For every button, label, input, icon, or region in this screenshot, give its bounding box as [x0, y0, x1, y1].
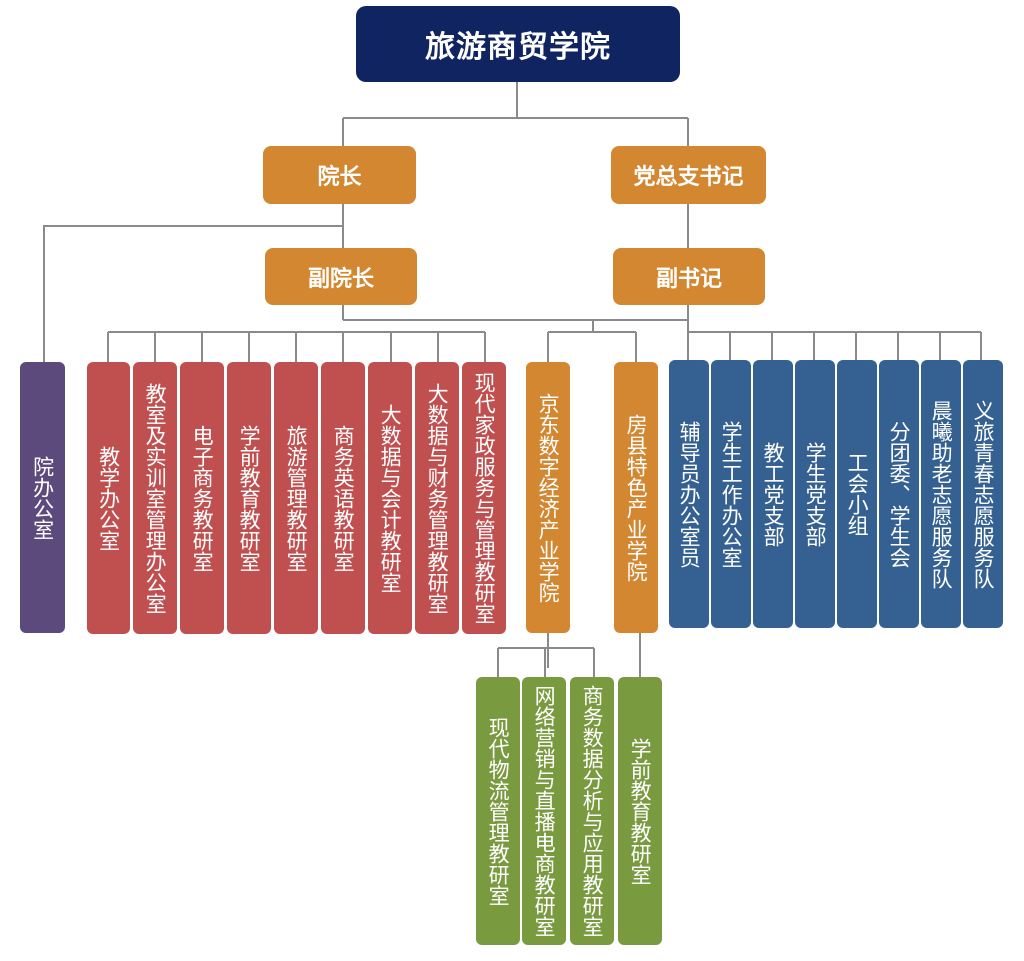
business-english-section-label: 商务英语教研室 — [331, 424, 356, 572]
dean-office-label: 院办公室 — [30, 455, 55, 540]
staff-party-branch-box: 教工党支部 — [753, 360, 793, 628]
college-root-box: 旅游商贸学院 — [356, 6, 680, 82]
elderly-care-volunteer-team-box: 晨曦助老志愿服务队 — [921, 360, 961, 628]
dean-office-box: 院办公室 — [20, 362, 65, 633]
ecommerce-section-label: 电子商务教研室 — [190, 424, 215, 572]
dean-box: 院长 — [263, 146, 416, 204]
teaching-office-label: 教学办公室 — [96, 445, 121, 551]
student-affairs-office-box: 学生工作办公室 — [711, 360, 751, 628]
deputy-secretary-box: 副书记 — [613, 248, 765, 305]
youth-league-student-union-box: 分团委、学生会 — [879, 360, 919, 628]
jd-industry-college-box: 京东数字经济产业学院 — [526, 362, 570, 633]
ecommerce-section-box: 电子商务教研室 — [180, 362, 224, 634]
counselor-office-label: 辅导员办公室员 — [677, 420, 702, 568]
business-english-section-box: 商务英语教研室 — [321, 362, 365, 634]
classroom-lab-office-box: 教室及实训室管理办公室 — [133, 362, 177, 634]
fangxian-industry-college-label: 房县特色产业学院 — [624, 413, 649, 582]
student-affairs-office-label: 学生工作办公室 — [719, 420, 744, 568]
tourism-section-box: 旅游管理教研室 — [274, 362, 318, 634]
fangxian-industry-college-box: 房县特色产业学院 — [614, 362, 658, 633]
counselor-office-box: 辅导员办公室员 — [669, 360, 709, 628]
vice-dean-box: 副院长 — [265, 248, 417, 305]
business-data-section-box: 商务数据分析与应用教研室 — [570, 677, 614, 945]
logistics-section-label: 现代物流管理教研室 — [486, 716, 511, 906]
tourism-youth-volunteer-team-box: 义旅青春志愿服务队 — [963, 360, 1003, 628]
big-data-finance-section-box: 大数据与财务管理教研室 — [415, 362, 459, 634]
elderly-care-volunteer-team-label: 晨曦助老志愿服务队 — [929, 399, 954, 589]
big-data-finance-section-label: 大数据与财务管理教研室 — [425, 382, 450, 614]
logistics-section-box: 现代物流管理教研室 — [476, 677, 520, 945]
tourism-section-label: 旅游管理教研室 — [284, 424, 309, 572]
big-data-accounting-section-box: 大数据与会计教研室 — [368, 362, 412, 634]
party-secretary-box: 党总支书记 — [611, 146, 766, 204]
teaching-office-box: 教学办公室 — [87, 362, 130, 634]
housekeeping-section-label: 现代家政服务与管理教研室 — [472, 372, 497, 624]
business-data-section-label: 商务数据分析与应用教研室 — [580, 685, 605, 937]
trade-union-group-label: 工会小组 — [845, 452, 870, 536]
preschool-section-label: 学前教育教研室 — [237, 424, 262, 572]
housekeeping-section-box: 现代家政服务与管理教研室 — [462, 362, 506, 634]
classroom-lab-office-label: 教室及实训室管理办公室 — [143, 382, 168, 614]
big-data-accounting-section-label: 大数据与会计教研室 — [378, 403, 403, 593]
youth-league-student-union-label: 分团委、学生会 — [887, 420, 912, 568]
preschool-section-box: 学前教育教研室 — [227, 362, 271, 634]
fangxian-preschool-section-label: 学前教育教研室 — [628, 737, 653, 885]
live-ecommerce-section-box: 网络营销与直播电商教研室 — [522, 677, 566, 945]
jd-industry-college-label: 京东数字经济产业学院 — [536, 392, 561, 603]
live-ecommerce-section-label: 网络营销与直播电商教研室 — [532, 685, 557, 937]
fangxian-preschool-section-box: 学前教育教研室 — [618, 677, 662, 945]
trade-union-group-box: 工会小组 — [837, 360, 877, 628]
staff-party-branch-label: 教工党支部 — [761, 441, 786, 547]
tourism-youth-volunteer-team-label: 义旅青春志愿服务队 — [971, 399, 996, 589]
student-party-branch-label: 学生党支部 — [803, 441, 828, 547]
student-party-branch-box: 学生党支部 — [795, 360, 835, 628]
